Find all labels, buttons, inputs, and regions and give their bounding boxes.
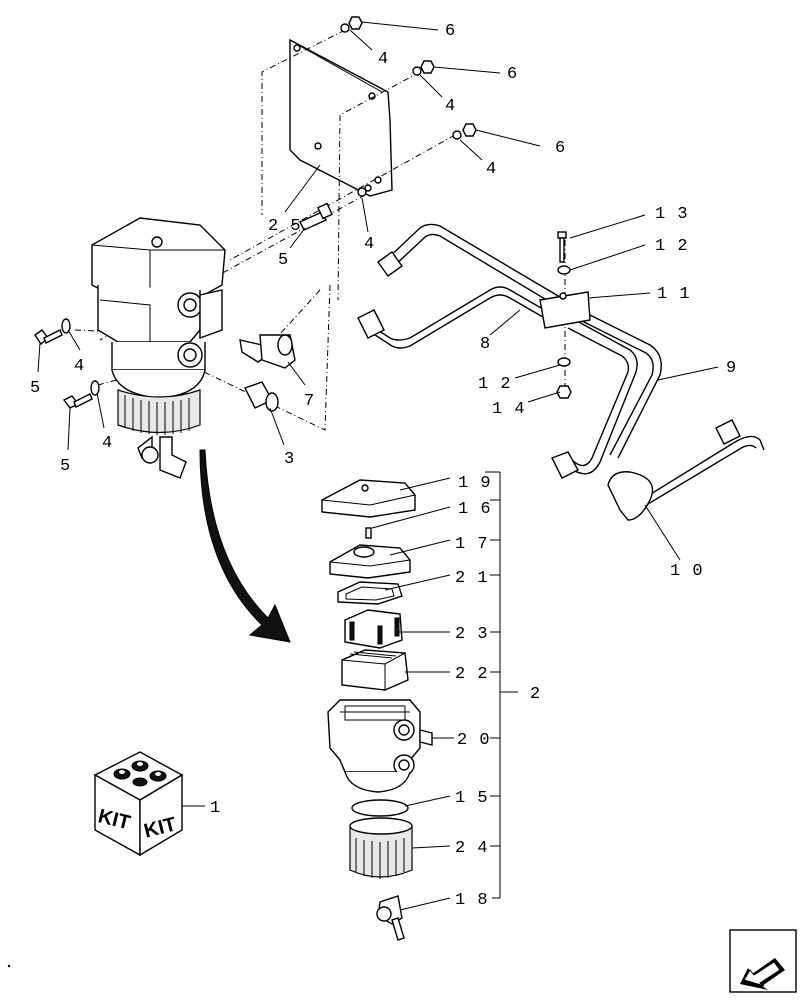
callout-2: 2 [530, 685, 541, 704]
left-bolts [34, 318, 100, 409]
callout-4d: 4 [364, 235, 375, 254]
callout-9: 9 [726, 359, 737, 378]
callout-7: 7 [304, 392, 315, 411]
callout-20: 2 0 [457, 731, 491, 750]
callout-21: 2 1 [455, 569, 489, 588]
clamp-hardware [556, 231, 572, 399]
callout-4f: 4 [102, 434, 113, 453]
kit-box-icon: KIT KIT [93, 751, 184, 857]
stray-dot [7, 964, 11, 968]
elbow-fitting-7 [239, 334, 296, 369]
fuel-filter-assembly [91, 217, 226, 479]
callout-8: 8 [480, 335, 491, 354]
callout-13: 1 3 [655, 205, 689, 224]
straight-fitting-3 [244, 381, 279, 412]
callout-12a: 1 2 [655, 237, 689, 256]
callout-14: 1 4 [492, 400, 526, 419]
nut-washer-group [340, 16, 477, 197]
leader-lines [37, 21, 719, 911]
callout-4b: 4 [445, 97, 456, 116]
callout-5b: 5 [30, 379, 41, 398]
callout-6c: 6 [555, 139, 566, 158]
fuel-lines [357, 223, 765, 521]
callout-6b: 6 [507, 65, 518, 84]
callout-16: 1 6 [458, 500, 492, 519]
group-bracket-2 [485, 471, 518, 899]
callout-5a: 5 [278, 251, 289, 270]
callout-22: 2 2 [455, 665, 489, 684]
callout-11: 1 1 [657, 285, 691, 304]
callout-23: 2 3 [455, 625, 489, 644]
next-page-arrow-icon[interactable] [729, 929, 797, 993]
callout-24: 2 4 [455, 839, 489, 858]
explode-arrow [199, 449, 291, 643]
exploded-filter-components [321, 479, 433, 941]
callout-1: 1 [210, 799, 221, 818]
callout-5c: 5 [60, 457, 71, 476]
callout-4e: 4 [74, 357, 85, 376]
callout-15: 1 5 [455, 789, 489, 808]
callout-10: 1 0 [670, 562, 704, 581]
callout-12b: 1 2 [478, 375, 512, 394]
callout-25: 2 5 [268, 217, 302, 236]
callout-17: 1 7 [455, 535, 489, 554]
callout-labels: 6 4 6 4 6 4 2 5 4 5 1 3 1 2 1 1 8 9 1 2 … [30, 22, 737, 910]
callout-4a: 4 [378, 50, 389, 69]
callout-3: 3 [284, 450, 295, 469]
callout-18: 1 8 [455, 891, 489, 910]
callout-6a: 6 [445, 22, 456, 41]
bracket-ticks [490, 499, 500, 847]
callout-4c: 4 [486, 160, 497, 179]
mounting-bracket [289, 38, 393, 197]
callout-19: 1 9 [458, 474, 492, 493]
bolt-25 [299, 202, 333, 231]
